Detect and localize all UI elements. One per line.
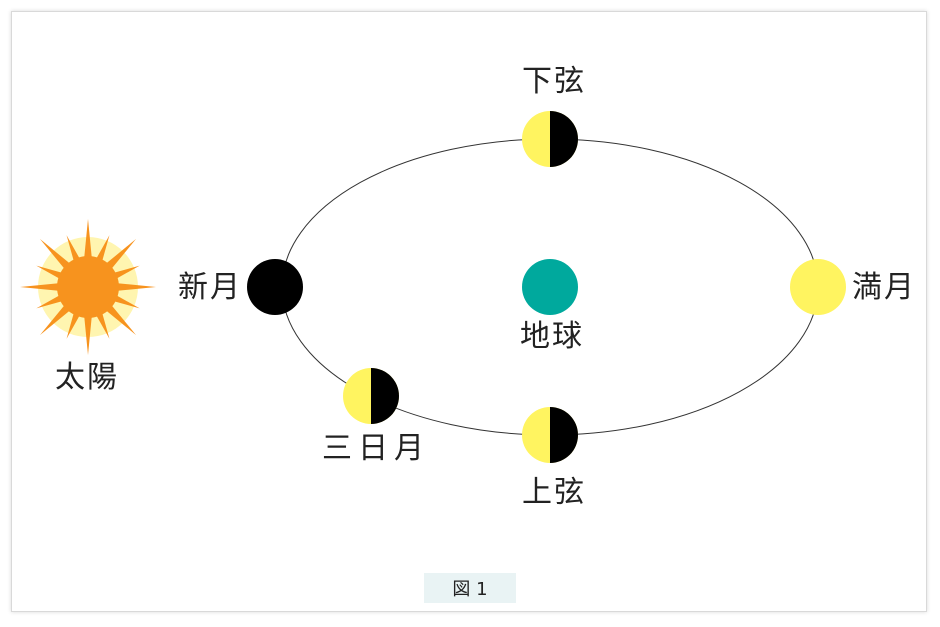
figure-caption: 図 1 (424, 573, 516, 603)
sun-ray (103, 302, 137, 336)
last-quarter-label: 下弦 (522, 64, 586, 99)
crescent-label: 三日月 (322, 431, 430, 466)
sun-ray (94, 309, 110, 339)
new-moon-label: 新月 (178, 270, 242, 305)
figure-frame (11, 11, 927, 612)
full-moon-icon (790, 259, 846, 315)
earth-label: 地球 (520, 319, 584, 354)
sun-ray (94, 235, 110, 265)
sun-ray (113, 282, 156, 292)
sun-ray (39, 238, 73, 272)
sun-ray (103, 238, 137, 272)
new-moon-icon (247, 259, 303, 315)
sun-icon (20, 219, 156, 355)
sun-ray (83, 312, 93, 355)
sun-ray (39, 302, 73, 336)
sun-ray (20, 282, 63, 292)
earth-icon (522, 259, 578, 315)
sun-ray (110, 293, 140, 309)
first-quarter-label: 上弦 (522, 475, 586, 510)
full-moon-label: 満月 (852, 270, 916, 305)
sun-ray (83, 219, 93, 262)
first-quarter-moon-icon (522, 407, 578, 463)
sun-ray (110, 265, 140, 281)
sun-label: 太陽 (55, 360, 119, 395)
sun-ray (36, 265, 66, 281)
sun-ray (66, 309, 82, 339)
crescent-moon-icon (343, 368, 399, 424)
last-quarter-moon-icon (522, 111, 578, 167)
sun-ray (66, 235, 82, 265)
sun-ray (36, 293, 66, 309)
